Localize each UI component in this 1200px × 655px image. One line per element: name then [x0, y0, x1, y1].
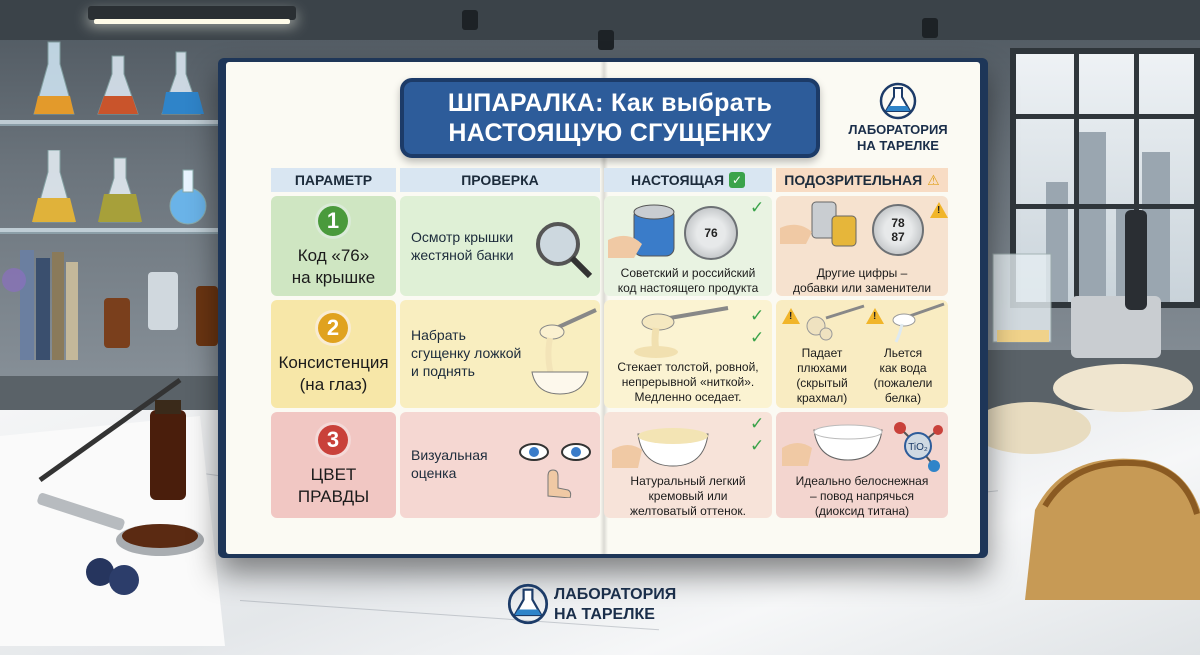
shelf	[0, 120, 226, 126]
tio2-label: TiO₂	[908, 442, 928, 453]
props-right	[985, 210, 1200, 600]
brand-logo-bottom: ЛАБОРАТОРИЯ НА ТАРЕЛКЕ	[502, 580, 722, 628]
props-left	[0, 250, 225, 646]
brand-line-2: НА ТАРЕЛКЕ	[857, 138, 939, 153]
molecule-icon: TiO₂	[894, 422, 943, 472]
title-line-1: ШПАРАЛКА: Как выбрать	[447, 89, 773, 117]
brand-line-1: ЛАБОРАТОРИЯ	[848, 122, 948, 137]
spoon-water-icon	[892, 302, 945, 343]
spotlight-icon	[598, 30, 614, 50]
row2-param: Консистенция(на глаз)	[278, 353, 389, 394]
real-lid-76: 76	[684, 206, 738, 260]
magnifier-icon	[536, 222, 593, 279]
eyes-icon	[519, 443, 591, 498]
green-check-icon: ✓	[750, 328, 765, 347]
flask-logo-icon	[879, 82, 917, 120]
can-hand-icon	[608, 204, 675, 258]
spotlight-icon	[922, 18, 938, 38]
row3-number: 3	[315, 422, 351, 458]
green-check-icon: ✓	[750, 306, 765, 325]
ceiling-lamp	[88, 6, 296, 24]
green-check-icon: ✓	[750, 436, 765, 455]
green-check-icon: ✓	[750, 414, 765, 433]
spotlight-icon	[462, 10, 478, 30]
warning-icon: ⚠	[927, 171, 940, 188]
row3-susp-caption: Идеально белоснежная– повод напрячься(ди…	[795, 474, 929, 518]
row2-real-cell	[604, 300, 772, 408]
bowl-cream-icon	[612, 428, 709, 468]
brand-line-1: ЛАБОРАТОРИЯ	[554, 586, 677, 603]
row1-susp-caption: Другие цифры –добавки или заменители	[792, 266, 932, 295]
row1-param: Код «76»на крышке	[291, 246, 376, 287]
warning-icon: !	[930, 202, 948, 218]
row1-number: 1	[315, 203, 351, 239]
brand-logo-top: ЛАБОРАТОРИЯ НА ТАРЕЛКЕ	[842, 82, 954, 154]
row2-number: 2	[315, 310, 351, 346]
row1-susp-cell	[776, 196, 948, 296]
check-badge-icon: ✓	[729, 172, 746, 188]
page-title: ШПАРАЛКА: Как выбрать НАСТОЯЩУЮ СГУЩЕНКУ	[400, 78, 820, 158]
cans-hand-icon	[780, 201, 857, 247]
row3-check-cell	[400, 412, 600, 518]
flasks-icon	[32, 150, 207, 225]
title-line-2: НАСТОЯЩУЮ СГУЩЕНКУ	[448, 119, 772, 147]
spoon-thick-stream-icon	[634, 306, 729, 358]
flask-logo-icon	[507, 583, 549, 625]
green-check-icon: ✓	[750, 198, 765, 217]
header-check: ПРОВЕРКА	[400, 168, 600, 192]
warning-icon: !	[866, 308, 884, 324]
flasks-icon	[33, 41, 204, 115]
spoon-bowl-icon	[531, 308, 597, 395]
bowl-white-icon	[782, 424, 883, 466]
shelf	[0, 228, 226, 234]
header-suspicious: ПОДОЗРИТЕЛЬНАЯ ⚠	[776, 168, 948, 192]
row2-real-caption: Стекает толстой, ровной,непрерывной «нит…	[617, 360, 759, 404]
spoon-lumps-icon	[806, 304, 865, 341]
header-real: НАСТОЯЩАЯ ✓	[604, 168, 772, 192]
row2-susp-cell	[776, 300, 948, 408]
brand-line-2: НА ТАРЕЛКЕ	[554, 606, 655, 623]
warning-icon: !	[782, 308, 800, 324]
header-param: ПАРАМЕТР	[271, 168, 396, 192]
